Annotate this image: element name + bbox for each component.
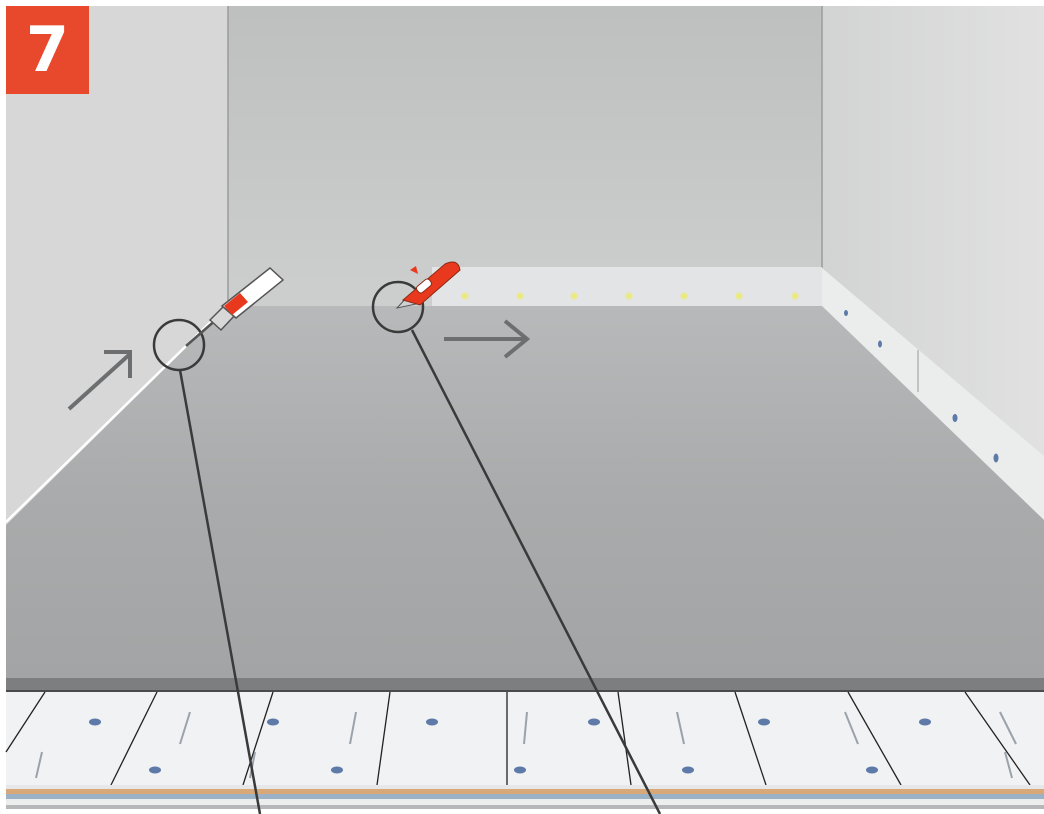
floor: [6, 306, 1044, 680]
leader-line-left: [178, 369, 262, 814]
back-wall: [228, 6, 822, 306]
stripe-grey: [6, 805, 1044, 809]
membrane-seams: [5, 691, 1031, 786]
sealing-dots: [461, 292, 799, 300]
back-wall-membrane-strip: [432, 267, 822, 307]
stripe-blue: [6, 794, 1044, 799]
arrow-icon: [67, 350, 132, 411]
stripe-white-lower: [6, 799, 1044, 805]
membrane-print-marks: [35, 711, 1017, 779]
screwdriver-icon: [185, 267, 285, 347]
stripe-white: [6, 785, 1044, 789]
magnifier-circle-icon: [371, 280, 425, 334]
utility-knife-icon: [395, 261, 461, 309]
right-wall: [822, 6, 1044, 520]
left-wall: [6, 6, 228, 525]
right-wall-logos: [844, 310, 999, 463]
step-number-badge: 7: [6, 6, 89, 94]
membrane-logos: [89, 718, 931, 774]
leader-line-right: [410, 329, 662, 814]
magnifier-circle-icon: [152, 318, 206, 372]
stripe-orange: [6, 789, 1044, 794]
arrow-icon: [444, 319, 531, 359]
